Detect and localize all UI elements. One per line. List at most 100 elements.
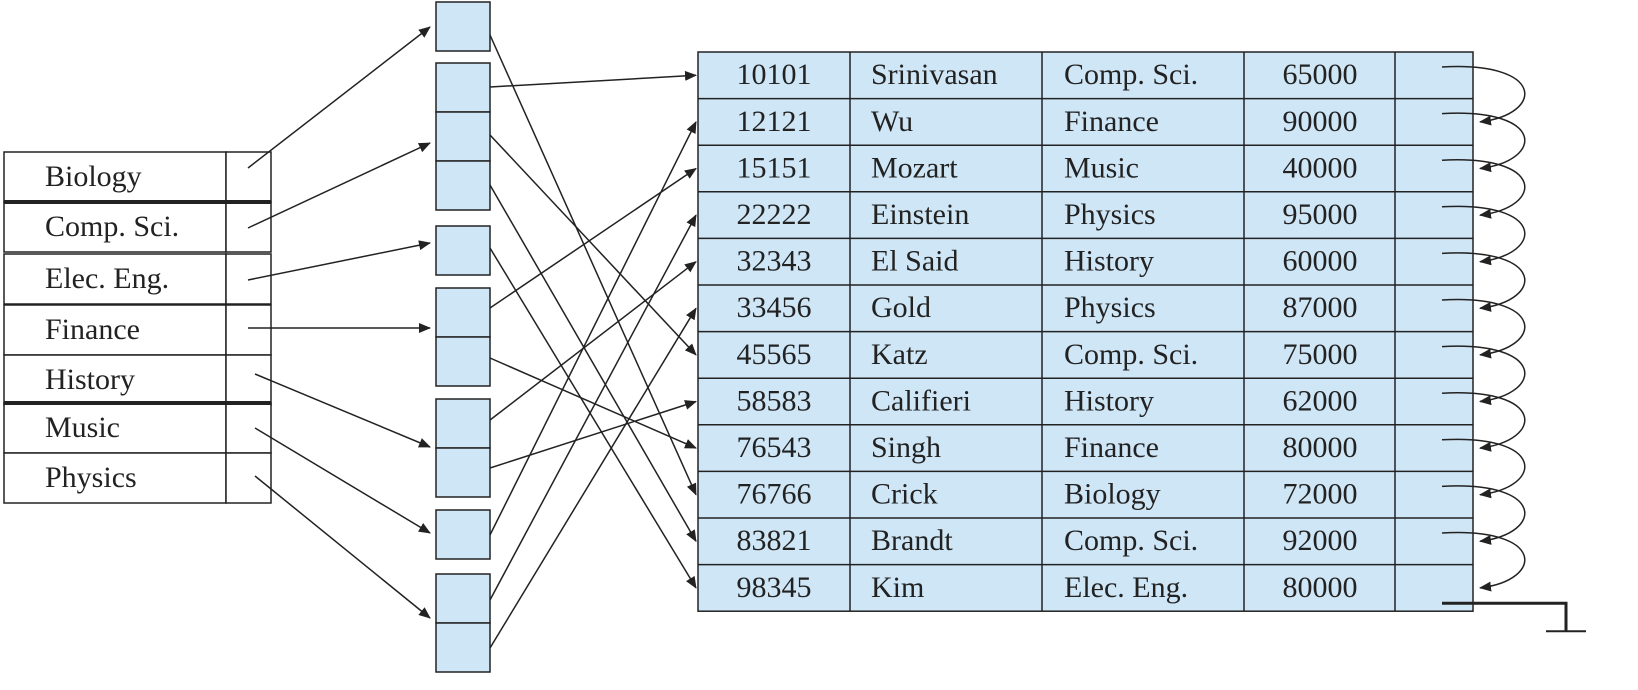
instructor-salary: 80000: [1283, 571, 1358, 604]
record-pointer-arrow: [489, 247, 697, 589]
dept-label: Music: [45, 411, 120, 444]
instructor-salary: 90000: [1283, 105, 1358, 138]
index-arrow: [247, 26, 431, 169]
instructor-name: Singh: [871, 431, 941, 464]
chain-arrow: [1441, 392, 1526, 452]
instructor-salary: 60000: [1283, 245, 1358, 278]
instructor-id: 45565: [737, 338, 812, 371]
instructor-id: 22222: [737, 198, 812, 231]
bucket-pointer-cell: [435, 622, 491, 673]
bucket-pointer-cell: [435, 509, 491, 560]
instructor-dept: History: [1064, 384, 1154, 417]
instructor-id: 33456: [737, 291, 812, 324]
pointer-arrows: [247, 26, 1586, 649]
instructor-name: Srinivasan: [871, 58, 998, 91]
instructor-name: Crick: [871, 478, 938, 511]
record-pointer-arrow: [489, 261, 697, 421]
bucket-pointer-cell: [435, 160, 491, 211]
dept-pointer-cell: [225, 402, 272, 454]
dept-pointer-cell: [225, 151, 272, 203]
record-pointer-arrow: [489, 121, 697, 536]
instructor-salary: 62000: [1283, 384, 1358, 417]
instructor-dept: Finance: [1064, 431, 1159, 464]
instructor-dept: History: [1064, 245, 1154, 278]
instructor-name: Mozart: [871, 151, 958, 184]
instructor-salary: 92000: [1283, 524, 1358, 557]
bucket-pointer-cell: [435, 573, 491, 624]
instructor-id: 12121: [737, 105, 812, 138]
instructor-dept: Physics: [1064, 198, 1156, 231]
instructor-name: Kim: [871, 571, 924, 604]
instructor-name: Einstein: [871, 198, 969, 231]
index-arrow: [254, 427, 431, 534]
chain-arrow: [1441, 159, 1526, 219]
chain-arrow: [1441, 65, 1526, 126]
bucket-pointer-cell: [435, 447, 491, 498]
instructor-id: 15151: [737, 151, 812, 184]
dept-label: Elec. Eng.: [45, 262, 169, 295]
instructor-name: Gold: [871, 291, 931, 324]
index-arrow: [247, 142, 431, 229]
bucket-pointer-cell: [435, 62, 491, 113]
dept-label: Physics: [45, 461, 137, 494]
dept-label: Biology: [45, 160, 142, 193]
bucket-pointer-cell: [435, 1, 491, 52]
instructor-name: Katz: [871, 338, 928, 371]
instructor-salary: 87000: [1283, 291, 1358, 324]
instructor-dept: Music: [1064, 151, 1139, 184]
instructor-salary: 80000: [1283, 431, 1358, 464]
instructor-name: Wu: [871, 105, 913, 138]
chain-arrow: [1441, 345, 1526, 406]
bucket-pointer-cell: [435, 225, 491, 276]
instructor-name: Califieri: [871, 384, 971, 417]
chain-arrow: [1441, 531, 1526, 592]
instructor-dept: Comp. Sci.: [1064, 524, 1198, 557]
record-pointer-arrow: [489, 214, 697, 601]
chain-arrow: [1441, 298, 1526, 359]
chain-null-terminator: [1442, 601, 1568, 632]
index-arrow: [247, 240, 431, 281]
instructor-id: 98345: [737, 571, 812, 604]
record-pointer-arrow: [489, 134, 697, 356]
chain-arrow: [1441, 205, 1526, 266]
dept-label: Finance: [45, 313, 140, 346]
dept-label: Comp. Sci.: [45, 210, 179, 243]
instructor-dept: Comp. Sci.: [1064, 58, 1198, 91]
bucket-pointer-cell: [435, 398, 491, 449]
instructor-salary: 95000: [1283, 198, 1358, 231]
instructor-salary: 75000: [1283, 338, 1358, 371]
instructor-id: 32343: [737, 245, 812, 278]
instructor-dept: Physics: [1064, 291, 1156, 324]
instructor-salary: 72000: [1283, 478, 1358, 511]
dept-pointer-cell: [225, 452, 272, 504]
record-pointer-arrow: [489, 307, 697, 649]
instructor-salary: 65000: [1283, 58, 1358, 91]
instructor-dept: Elec. Eng.: [1064, 571, 1188, 604]
instructor-dept: Biology: [1064, 478, 1161, 511]
chain-arrow: [1441, 438, 1526, 499]
chain-arrow: [1441, 252, 1526, 312]
bucket-pointer-cell: [435, 111, 491, 162]
dept-pointer-cell: [225, 304, 272, 356]
bucket-pointer-cell: [435, 287, 491, 338]
dept-key-cell: [3, 354, 227, 406]
instructor-dept: Finance: [1064, 105, 1159, 138]
dept-key-cell: [3, 151, 227, 203]
pointer-buckets: [435, 1, 491, 673]
chain-arrow: [1441, 112, 1526, 173]
dept-key-cell: [3, 452, 227, 504]
instructor-name: El Said: [871, 245, 959, 278]
instructor-id: 10101: [737, 58, 812, 91]
dept-pointer-cell: [225, 354, 272, 406]
record-pointer-arrow: [489, 357, 697, 449]
instructor-id: 83821: [737, 524, 812, 557]
instructor-id: 76766: [737, 478, 812, 511]
instructor-dept: Comp. Sci.: [1064, 338, 1198, 371]
dept-label: History: [45, 363, 135, 396]
record-pointer-arrow: [489, 70, 697, 88]
chain-arrow: [1441, 485, 1526, 545]
bucket-pointer-cell: [435, 336, 491, 387]
